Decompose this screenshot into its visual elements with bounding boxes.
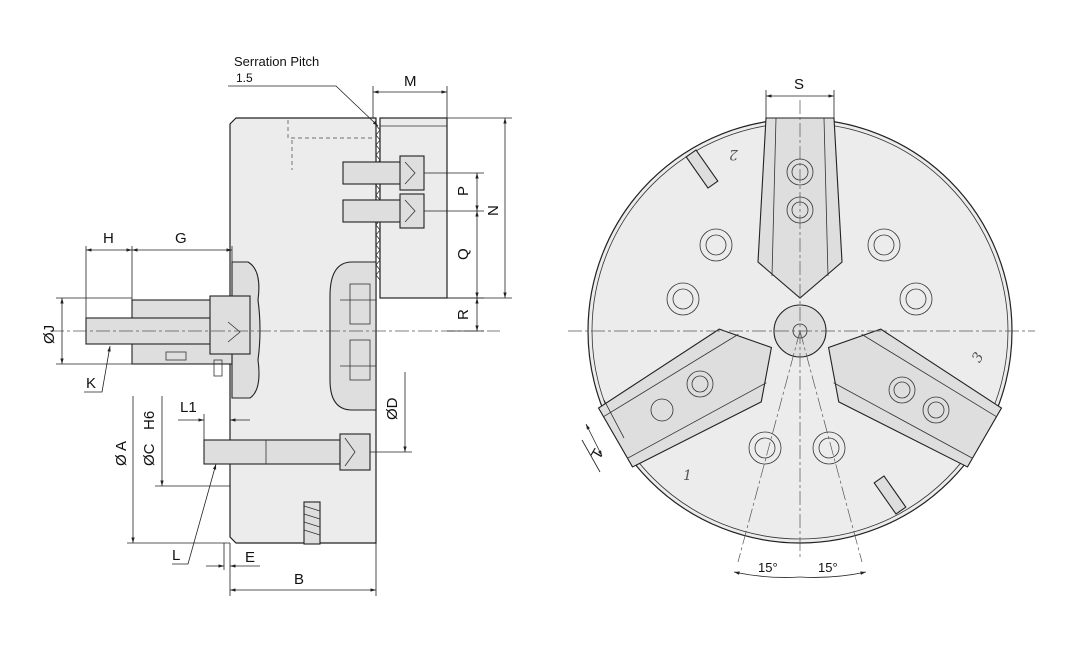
jaw-slot-2: [827, 328, 1003, 468]
dim-label-j: ØJ: [41, 325, 58, 344]
jaw-number-2: 2: [729, 146, 739, 162]
dim-label-r: R: [455, 309, 472, 320]
dim-label-d: ØD: [384, 397, 401, 420]
angle-label-right: 15°: [818, 560, 838, 575]
dim-label-k: K: [86, 375, 96, 392]
jaw-slot-1: [757, 117, 843, 299]
dim-label-l1: L1: [180, 399, 197, 416]
dim-label-s: S: [794, 76, 804, 93]
dim-label-a: Ø A: [113, 441, 130, 466]
dim-label-p: P: [455, 186, 472, 196]
dim-label-l: L: [172, 547, 180, 564]
angle-label-left: 15°: [758, 560, 778, 575]
dim-label-e: E: [245, 549, 255, 566]
dim-label-h: H: [103, 230, 114, 247]
dim-label-g: G: [175, 230, 187, 247]
front-view: 1 2 3 S T 15° 15°: [568, 76, 1035, 578]
serration-pitch-label: Serration Pitch: [234, 54, 319, 69]
dim-label-q: Q: [455, 248, 472, 260]
jaw-number-1: 1: [683, 468, 692, 484]
dim-label-m: M: [404, 73, 417, 90]
mounting-holes: [666, 228, 933, 465]
dim-label-b: B: [294, 571, 304, 588]
dim-label-n: N: [485, 205, 502, 216]
dim-label-h6: H6: [141, 411, 158, 430]
jaw-slot-3: [597, 328, 773, 468]
dim-label-t: T: [588, 446, 607, 462]
dim-label-c: ØC: [141, 443, 158, 466]
serration-pitch-value: 1.5: [236, 71, 253, 85]
side-view: Serration Pitch 1.5 M N P Q R H G: [41, 54, 512, 596]
